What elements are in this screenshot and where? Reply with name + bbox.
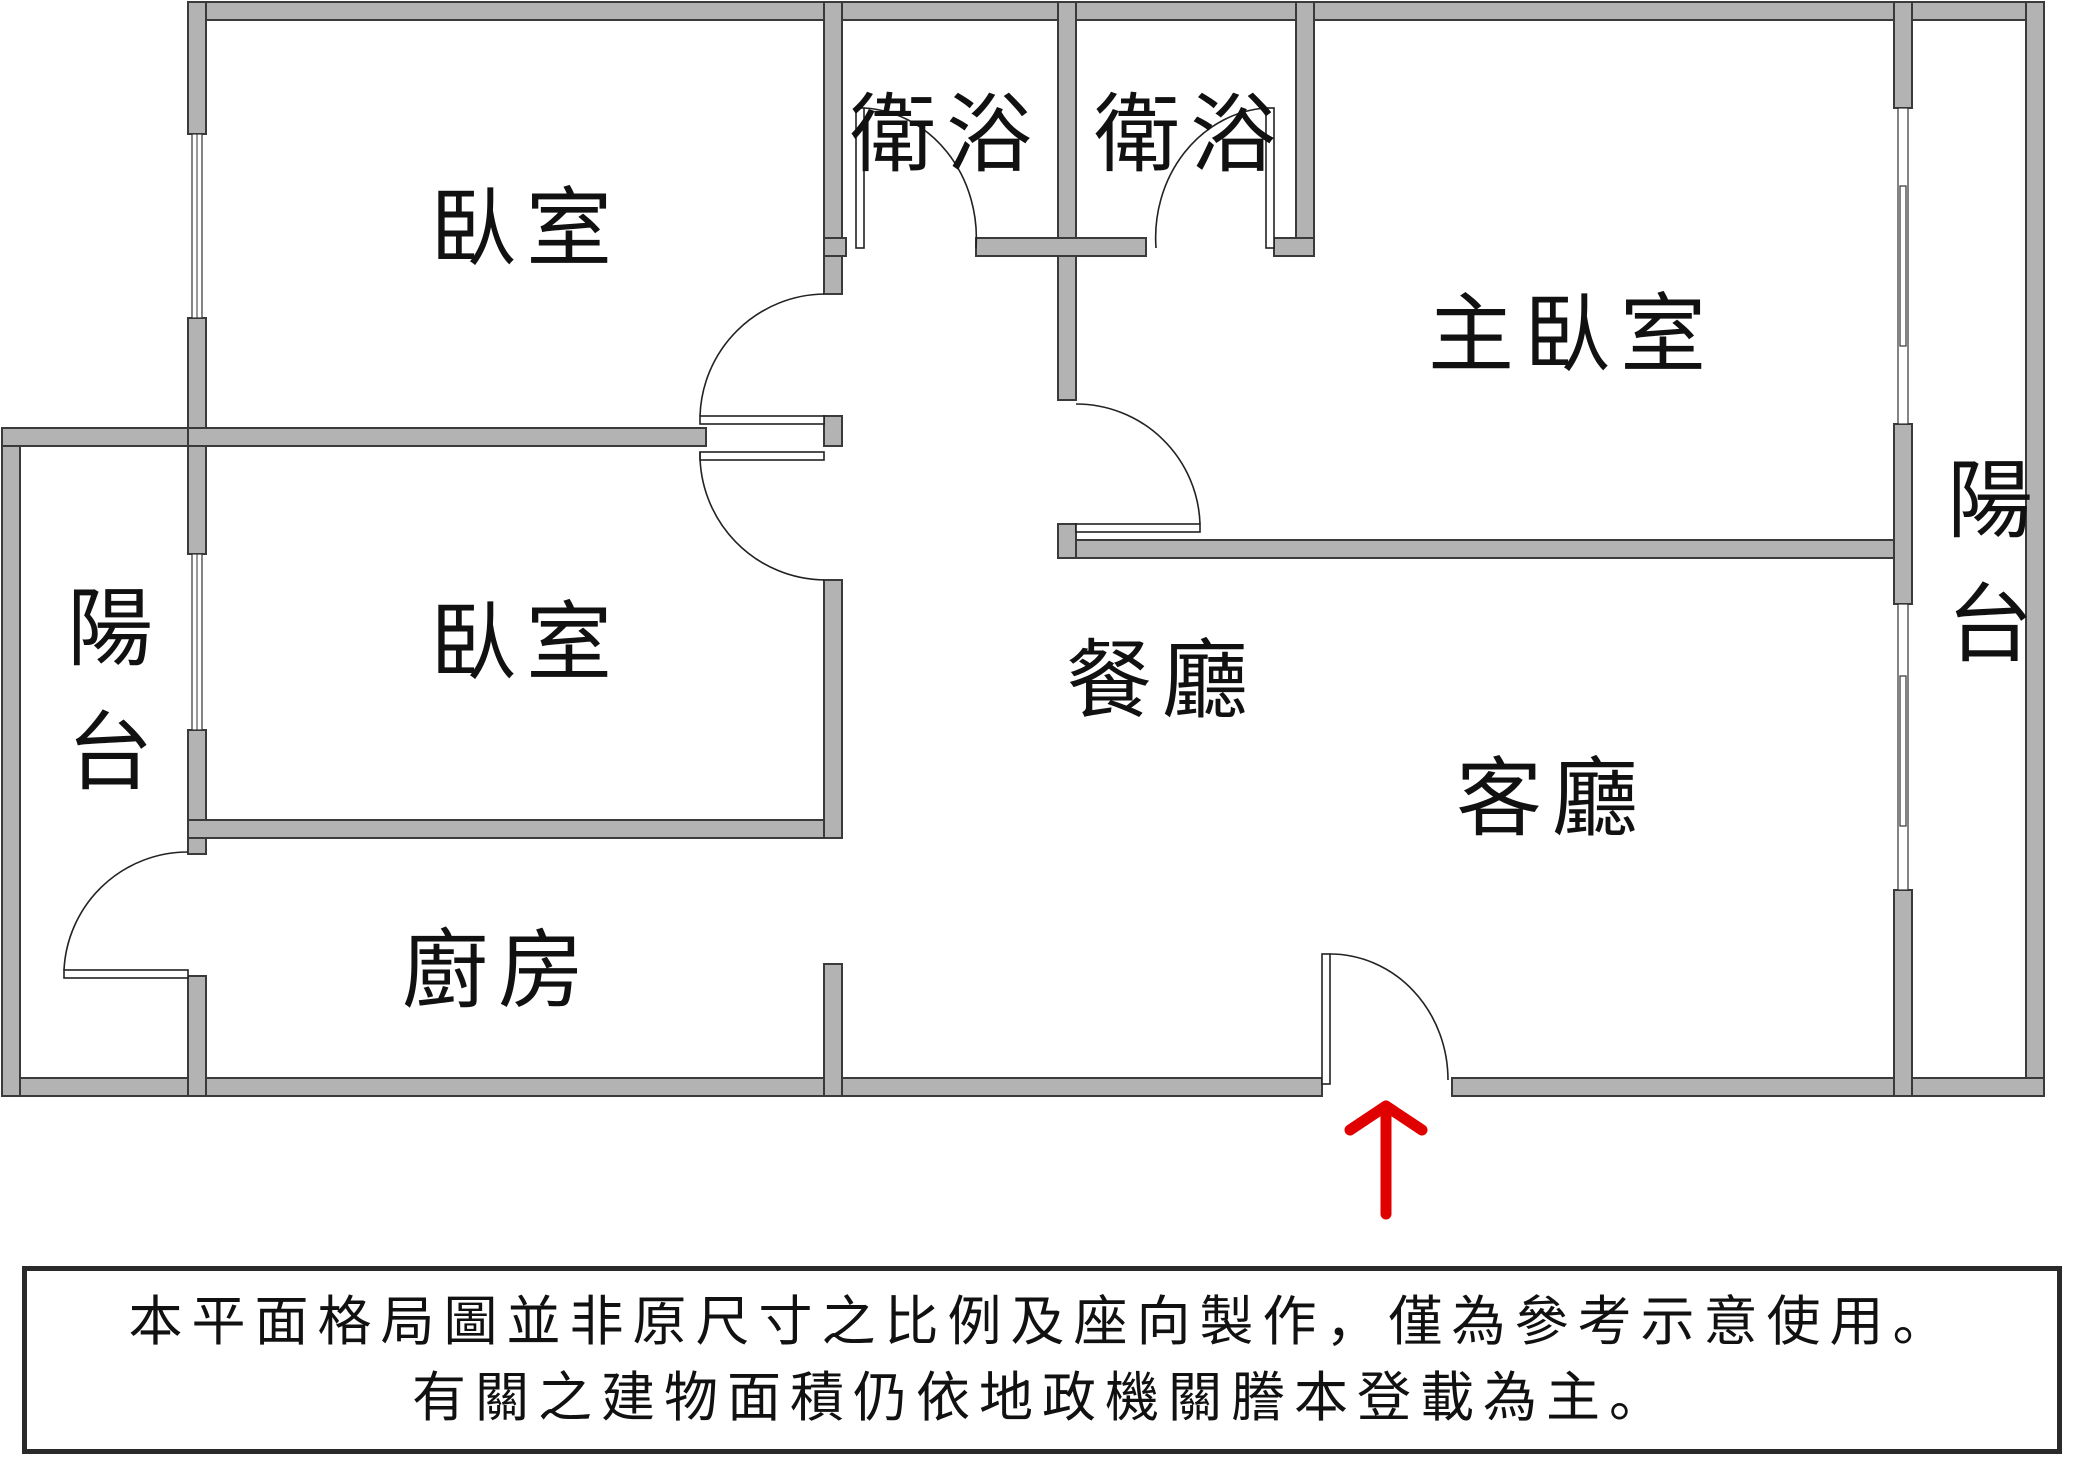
room-label-kitchen: 廚房 xyxy=(402,921,594,1021)
room-label-text: 陽台 xyxy=(67,579,153,803)
room-label-bath-1: 衛浴 xyxy=(850,85,1042,185)
walls xyxy=(1,1,2045,1097)
disclaimer-line-2: 有關之建物面積仍依地政機關謄本登載為主。 xyxy=(412,1366,1672,1429)
room-label-master-bedroom: 主臥室 xyxy=(1428,285,1716,385)
room-label-bedroom-1: 臥室 xyxy=(430,179,622,279)
room-label-balcony-right: 陽台 xyxy=(1947,451,2033,675)
floor-plan: 臥室 臥室 衛浴 衛浴 主臥室 餐廳 客廳 廚房 陽台 陽台 xyxy=(1,1,2045,1220)
room-label-dining: 餐廳 xyxy=(1066,631,1258,731)
room-label-balcony-left: 陽台 xyxy=(67,579,153,803)
room-label-text: 陽台 xyxy=(1947,451,2033,675)
disclaimer-line-1: 本平面格局圖並非原尺寸之比例及座向製作，僅為參考示意使用。 xyxy=(128,1290,1956,1353)
room-label-bedroom-2: 臥室 xyxy=(430,593,622,693)
room-label-living: 客廳 xyxy=(1456,749,1648,849)
doors xyxy=(63,107,1449,1085)
entrance-arrow xyxy=(1344,1100,1428,1220)
room-label-bath-2: 衛浴 xyxy=(1094,85,1286,185)
windows xyxy=(191,107,1909,891)
disclaimer-box: 本平面格局圖並非原尺寸之比例及座向製作，僅為參考示意使用。 有關之建物面積仍依地… xyxy=(22,1266,2062,1454)
